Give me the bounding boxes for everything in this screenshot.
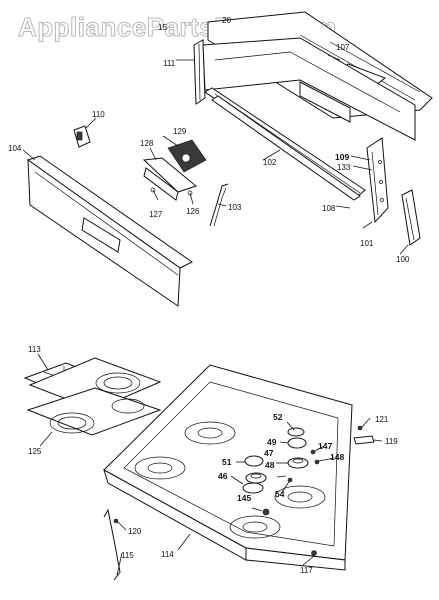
part-100-end-cap (401, 189, 421, 246)
part-120-clip (113, 518, 119, 524)
part-48-burner-head (245, 472, 267, 484)
part-148-screw (314, 459, 320, 465)
callout-126: 126 (186, 207, 200, 216)
part-114-cooktop (103, 364, 353, 571)
part-119-bracket (353, 435, 375, 445)
part-51-burner-cap (244, 455, 264, 467)
callout-107: 107 (336, 43, 350, 52)
callout-labels: 20 15 107 111 110 104 129 128 102 109 13… (8, 16, 410, 575)
part-121-screw (357, 425, 363, 431)
callout-47: 47 (264, 448, 274, 458)
callout-145: 145 (237, 493, 251, 503)
callout-127: 127 (149, 210, 163, 219)
callout-49: 49 (267, 437, 277, 447)
part-49-burner-cap (287, 437, 307, 449)
callout-102: 102 (263, 158, 277, 167)
leader-lines (22, 54, 409, 576)
callout-133: 133 (337, 163, 351, 172)
part-54-screw (287, 477, 293, 483)
callout-117: 117 (300, 566, 313, 575)
part-104-control-panel (26, 155, 193, 307)
callout-113: 113 (28, 345, 41, 354)
callout-48: 48 (265, 460, 275, 470)
callout-115: 115 (121, 551, 134, 560)
part-46-burner-head (242, 482, 264, 494)
callout-114: 114 (161, 550, 174, 559)
callout-125: 125 (28, 447, 42, 456)
callout-110: 110 (92, 110, 105, 119)
part-147-screw (310, 449, 316, 455)
part-127-fastener (150, 187, 159, 201)
part-103-wire (209, 183, 229, 227)
callout-104: 104 (8, 144, 22, 153)
part-129-clock (167, 139, 207, 173)
part-110-switch (73, 125, 91, 148)
part-upper-rear-panel (202, 37, 416, 141)
part-52-burner-cap (287, 427, 305, 437)
part-125-burner-box (26, 387, 162, 436)
part-128-clock-frame (142, 157, 198, 201)
part-111-bracket (193, 39, 206, 105)
callout-128: 128 (140, 139, 154, 148)
part-101-side-bracket (366, 137, 389, 224)
part-126-fastener (187, 190, 194, 205)
callout-top-1: 20 (222, 16, 231, 25)
callout-121: 121 (375, 415, 389, 424)
callout-111: 111 (163, 59, 176, 68)
callout-101: 101 (360, 239, 374, 248)
callout-100: 100 (396, 255, 410, 264)
callout-103: 103 (228, 203, 242, 212)
callout-46: 46 (218, 471, 228, 481)
callout-52: 52 (273, 412, 283, 422)
callout-147: 147 (318, 441, 332, 451)
callout-129: 129 (173, 127, 187, 136)
callout-54: 54 (275, 489, 285, 499)
callout-108: 108 (322, 204, 336, 213)
part-47-burner-head (287, 457, 309, 469)
part-117-screw (311, 550, 317, 556)
callout-119: 119 (385, 437, 398, 446)
callout-top-2: 15 (158, 23, 167, 32)
part-115-rod (103, 508, 121, 581)
part-145-igniter (262, 508, 270, 516)
part-102-rail (204, 87, 366, 201)
callout-51: 51 (222, 457, 232, 467)
callout-120: 120 (128, 527, 142, 536)
callout-148: 148 (330, 452, 344, 462)
callout-109: 109 (335, 152, 349, 162)
